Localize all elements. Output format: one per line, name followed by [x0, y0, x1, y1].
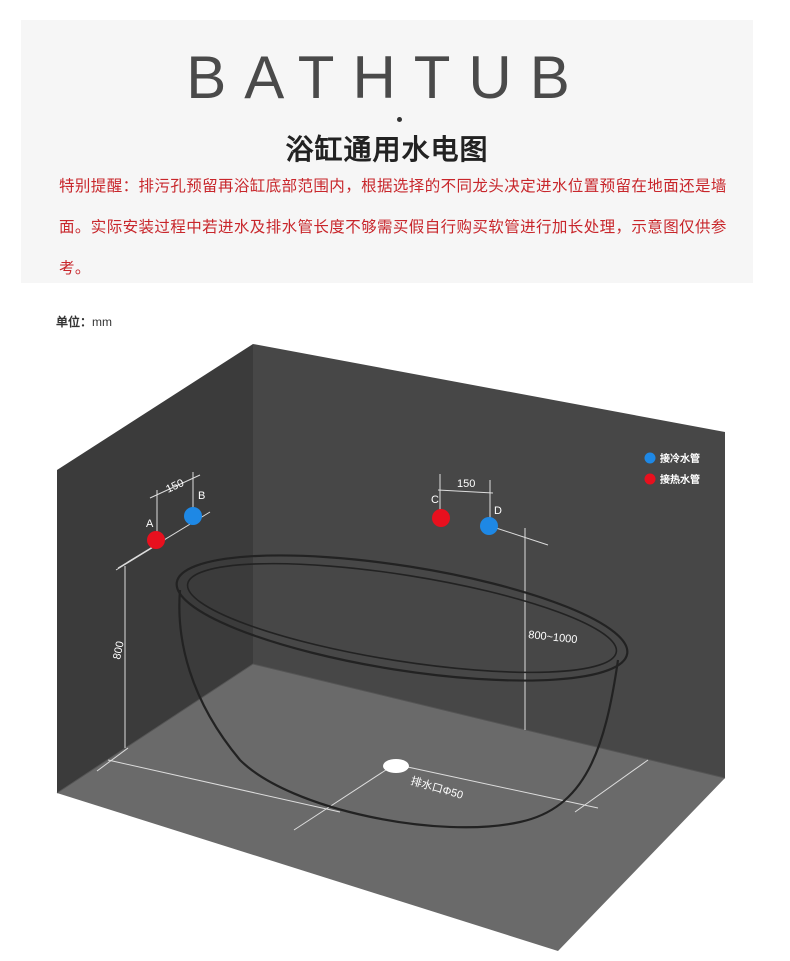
- right-spacing-line: [437, 489, 494, 494]
- right-height-label: 800~1000: [528, 629, 578, 646]
- label-c: C: [431, 494, 439, 506]
- left-height-label: 800: [111, 640, 127, 660]
- legend-cold-label: 接冷水管: [660, 452, 700, 465]
- label-d: D: [494, 505, 502, 517]
- hot-water-inlet-c: [432, 509, 450, 527]
- unit-label-value: mm: [92, 315, 113, 329]
- title-chinese: 浴缸通用水电图: [285, 133, 489, 166]
- cold-water-inlet-b: [184, 507, 202, 525]
- installation-notice: 特别提醒：排污孔预留再浴缸底部范围内，根据选择的不同龙头决定进水位置预留在地面还…: [59, 177, 727, 277]
- title-divider-dot: [397, 117, 402, 122]
- right-pipe-line: [489, 525, 549, 546]
- label-a: A: [146, 518, 154, 530]
- left-wall: [57, 344, 253, 793]
- left-spacing-line: [149, 474, 201, 499]
- unit-label-key: 单位：: [56, 315, 93, 329]
- right-spacing-label: 150: [457, 478, 475, 490]
- floor-dim-line-drain: [293, 765, 393, 831]
- unit-label: 单位：mm: [56, 313, 112, 330]
- legend-hot-label: 接热水管: [660, 473, 700, 486]
- bathtub-rim-outer: [175, 554, 629, 682]
- floor-dim-line-left: [107, 759, 341, 813]
- cold-water-inlet-d: [480, 517, 498, 535]
- title-english: BATHTUB: [186, 44, 588, 111]
- header-band: BATHTUB 浴缸通用水电图 特别提醒：排污孔预留再浴缸底部范围内，根据选择的…: [21, 20, 753, 283]
- hot-water-inlet-a: [147, 531, 165, 549]
- floor: [57, 664, 725, 951]
- drain-hole: [383, 759, 409, 773]
- floor-dim-line-right: [574, 759, 649, 813]
- bathtub-body: [178, 589, 620, 829]
- bathtub-rim-inner: [186, 562, 618, 674]
- floor-dim-line-drain-2: [402, 765, 599, 809]
- floor-dim-line-left-tick: [96, 747, 129, 772]
- legend-hot-swatch: [644, 473, 656, 485]
- floor-edge: [56, 663, 726, 794]
- label-b: B: [198, 490, 205, 502]
- legend-cold-swatch: [644, 452, 656, 464]
